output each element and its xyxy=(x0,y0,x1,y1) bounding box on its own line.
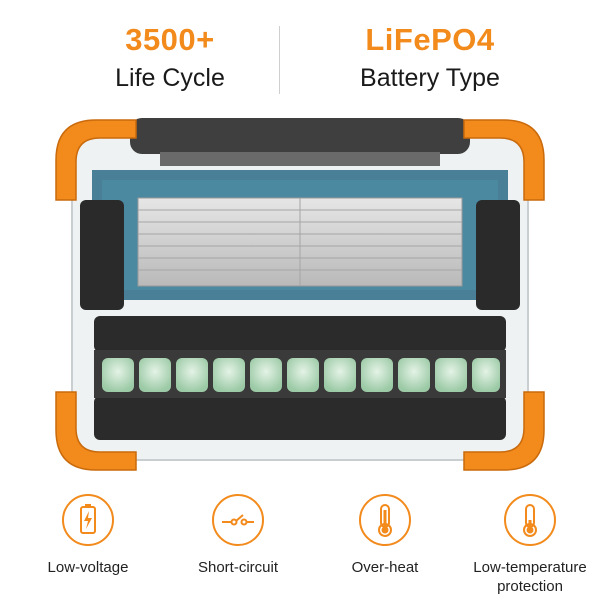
feature-icon-circle xyxy=(504,494,556,546)
feature-short-circuit: Short-circuit xyxy=(163,488,313,577)
spec-life-cycle: 3500+ Life Cycle xyxy=(40,22,300,94)
feature-icon-circle xyxy=(62,494,114,546)
feature-icon-circle xyxy=(212,494,264,546)
feature-low-voltage: Low-voltage xyxy=(13,488,163,577)
feature-label-line1: Low-temperature xyxy=(473,559,587,576)
feature-label: Low-voltage xyxy=(47,559,129,576)
feature-label: Low-temperature protection xyxy=(455,558,600,596)
feature-low-temperature: Low-temperature protection xyxy=(455,488,600,596)
power-station-illustration xyxy=(55,118,545,471)
spec-header: 3500+ Life Cycle LiFePO4 Battery Type xyxy=(0,0,600,100)
feature-label: Over-heat xyxy=(351,559,419,576)
spec-divider xyxy=(279,26,280,94)
spec-value: 3500+ xyxy=(125,22,215,57)
spec-battery-type: LiFePO4 Battery Type xyxy=(300,22,560,94)
thermometer-low-icon xyxy=(523,504,537,537)
thermometer-high-icon xyxy=(378,504,392,537)
feature-label: Short-circuit xyxy=(197,559,279,576)
spec-value: LiFePO4 xyxy=(365,22,495,57)
battery-bolt-icon xyxy=(80,504,96,534)
power-station-cutaway-image xyxy=(50,110,550,480)
feature-label-line2: protection xyxy=(497,578,563,595)
spec-label: Life Cycle xyxy=(115,64,225,92)
protection-features: Low-voltage Short-circuit Over-heat xyxy=(0,488,600,600)
spec-label: Battery Type xyxy=(360,64,500,92)
feature-over-heat: Over-heat xyxy=(310,488,460,577)
circuit-switch-icon xyxy=(222,514,254,526)
feature-icon-circle xyxy=(359,494,411,546)
